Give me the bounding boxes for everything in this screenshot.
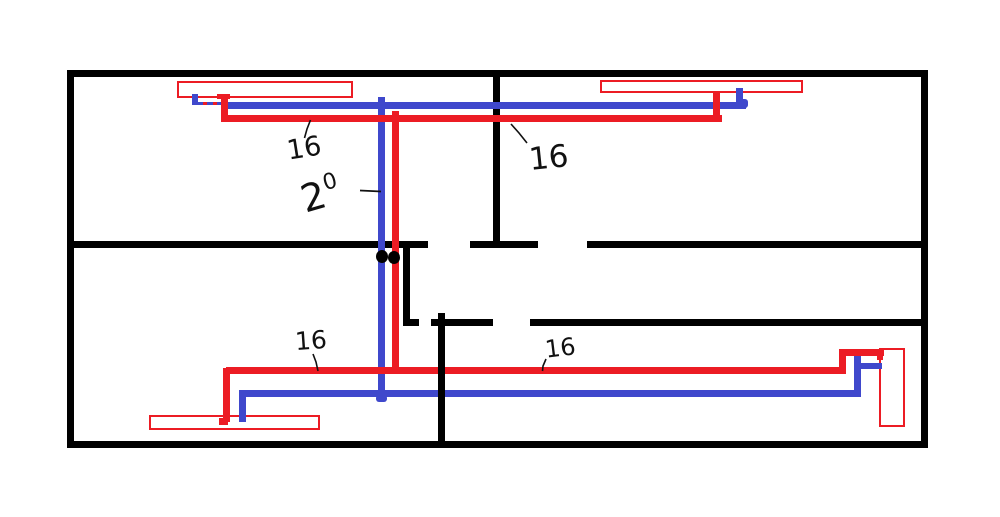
thin-tail-red-dash-1 — [203, 102, 207, 105]
middle-wall-segment-center — [470, 241, 538, 248]
supply-pipe-bottomleft-foot — [219, 418, 228, 425]
outer-wall-left — [67, 70, 74, 448]
pipe-size-label-bottom-right: 16 — [543, 332, 578, 364]
hallway-wall-segment-c — [530, 319, 921, 326]
return-pipe-left-nub — [192, 94, 198, 105]
middle-wall-segment-left — [67, 241, 428, 248]
return-pipe-trunk — [378, 97, 385, 399]
supply-pipe-topleft-cap — [217, 94, 230, 99]
radiator-bottom-right — [879, 348, 905, 427]
lower-divider-wall — [438, 313, 445, 448]
return-pipe-topright-riser — [736, 88, 743, 106]
return-pipe-topright-endcap — [740, 99, 748, 108]
junction-dot-return — [376, 250, 388, 263]
pipe-size-label-trunk: 20 — [296, 168, 344, 221]
supply-pipe-bottomright-riser — [839, 349, 846, 374]
hallway-wall-vertical — [403, 241, 410, 326]
return-pipe-bottomleft-drop — [239, 390, 246, 422]
return-pipe-bottomright-stub — [856, 363, 882, 369]
return-pipe-bottomright-riser — [854, 356, 861, 397]
supply-pipe-trunk — [392, 111, 399, 374]
pipe-size-label-top-left: 16 — [284, 130, 324, 167]
pipe-size-label-bottom-left: 16 — [294, 324, 328, 357]
return-pipe-bottom-run — [240, 390, 860, 397]
supply-pipe-topleft-riser — [221, 96, 228, 122]
return-pipe-trunk-tip — [376, 395, 387, 402]
supply-pipe-bottom-run — [226, 367, 845, 374]
supply-pipe-bottomleft-drop — [223, 368, 230, 422]
supply-pipe-top-run — [221, 115, 722, 122]
supply-pipe-topright-riser — [713, 91, 720, 122]
radiator-top-right — [600, 80, 803, 93]
upper-divider-wall — [493, 70, 500, 248]
return-pipe-top-run — [225, 102, 746, 109]
outer-wall-right — [921, 70, 928, 448]
middle-wall-segment-right — [587, 241, 928, 248]
radiator-top-left — [177, 81, 353, 98]
outer-wall-bottom — [67, 441, 928, 448]
hallway-wall-segment-b — [431, 319, 493, 326]
supply-pipe-bottomright-top-run — [839, 349, 884, 356]
supply-pipe-bottomright-tip — [877, 352, 883, 360]
radiator-bottom-left — [149, 415, 320, 430]
junction-dot-supply — [388, 251, 400, 264]
pipe-size-label-top-right: 16 — [527, 138, 571, 178]
hallway-wall-segment-a — [403, 319, 419, 326]
thin-tail-red-dash-2 — [213, 102, 217, 105]
return-pipe-left-thin-tail — [194, 102, 228, 105]
pointer-top-right — [510, 123, 528, 144]
